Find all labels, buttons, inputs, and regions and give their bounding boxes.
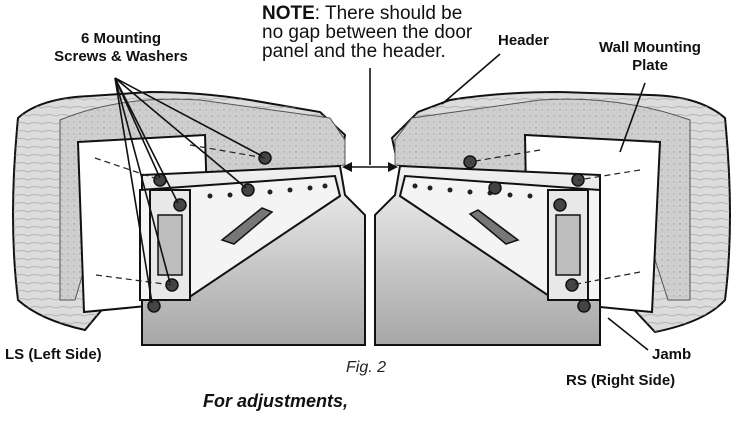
jamb-label: Jamb	[652, 346, 692, 363]
right-side-assembly	[374, 90, 731, 346]
mounting-screws-label: 6 Mounting Screws & Washers	[45, 30, 197, 66]
note-bold: NOTE	[262, 3, 315, 24]
wall-mounting-plate-label: Wall Mounting Plate	[590, 39, 710, 75]
right-bracket-slot	[468, 209, 520, 245]
wall-plate-line-2: Plate	[632, 57, 668, 74]
wall-plate-line-1: Wall Mounting	[599, 39, 701, 56]
note-line-3: panel and the header.	[262, 41, 446, 62]
note-line-2: no gap between the door	[262, 22, 473, 43]
adjustments-text: For adjustments,	[203, 391, 349, 411]
leader-lines	[114, 53, 649, 351]
header-label: Header	[498, 32, 549, 49]
note-text: NOTE: There should be no gap between the…	[262, 4, 472, 61]
figure-caption: Fig. 2	[346, 359, 387, 376]
left-bracket-slot	[220, 207, 274, 245]
left-side-label: LS (Left Side)	[5, 346, 102, 363]
note-line-1: : There should be	[314, 3, 463, 24]
mounting-screws-line-1: 6 Mounting	[81, 30, 161, 47]
mounting-screws-line-2: Screws & Washers	[54, 48, 188, 65]
left-side-assembly	[12, 90, 366, 346]
right-side-label: RS (Right Side)	[566, 372, 676, 389]
